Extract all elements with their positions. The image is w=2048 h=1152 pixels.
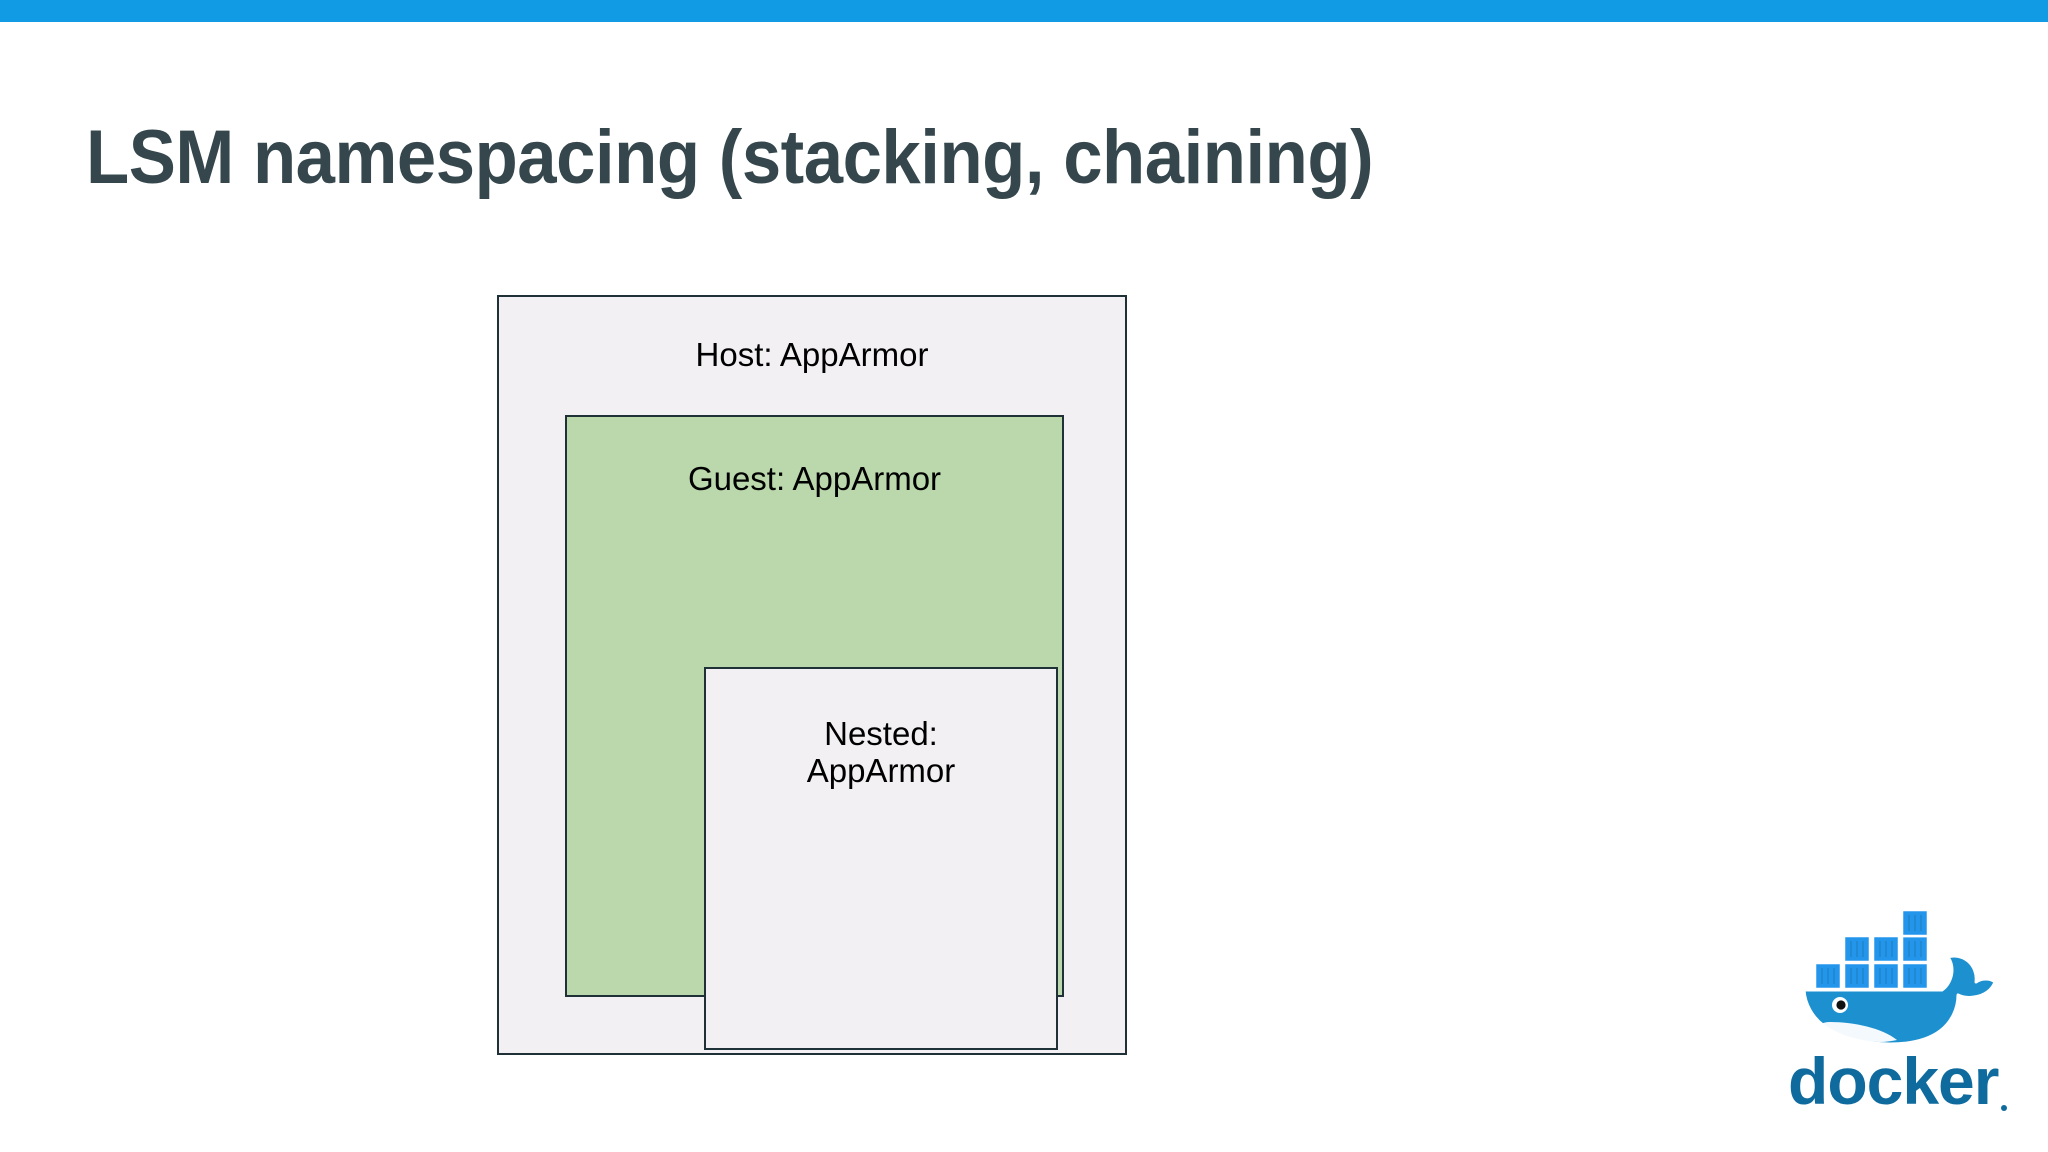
- box-nested-label: Nested: AppArmor: [806, 715, 956, 789]
- box-guest-label: Guest: AppArmor: [687, 460, 942, 497]
- lsm-nesting-diagram: Host: AppArmor Guest: AppArmor Nested: A…: [497, 295, 1127, 1055]
- docker-wordmark-text: docker: [1788, 1048, 1999, 1118]
- box-nested-apparmor: Nested: AppArmor: [704, 667, 1058, 1050]
- page-title: LSM namespacing (stacking, chaining): [86, 115, 1374, 200]
- box-host-label: Host: AppArmor: [695, 336, 929, 373]
- docker-whale-icon: [1802, 908, 1997, 1046]
- box-guest-apparmor: Guest: AppArmor Nested: AppArmor: [565, 415, 1064, 1050]
- top-accent-bar: [0, 0, 2048, 22]
- box-host-apparmor: Host: AppArmor Guest: AppArmor Nested: A…: [497, 295, 1127, 1055]
- docker-wordmark: docker: [1788, 1048, 2007, 1118]
- docker-logo: docker: [1788, 908, 2018, 1123]
